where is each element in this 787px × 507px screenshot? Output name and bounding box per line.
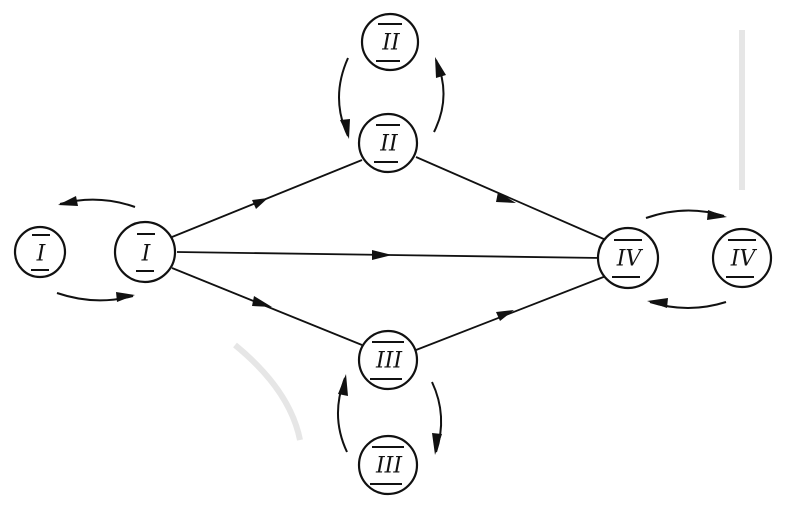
node-III-label: III <box>375 349 403 374</box>
cycle-III-right-arrow <box>432 433 442 455</box>
scan-artifacts <box>233 30 745 441</box>
node-III-bar-label: III <box>375 454 403 479</box>
arrow-II-to-IV <box>496 192 516 203</box>
node-I-bar-label: I <box>36 242 47 267</box>
arrow-I-to-III <box>252 296 272 307</box>
node-I-label: I <box>141 242 152 267</box>
node-III: III <box>357 329 419 391</box>
cycle-I-top-arrow <box>58 196 78 206</box>
cycles <box>56 57 727 455</box>
arrow-III-to-IV <box>496 310 514 321</box>
edges <box>171 156 607 351</box>
cycle-IV-top-arrow <box>707 210 727 220</box>
cycle-IV-bottom-arrow <box>647 298 668 308</box>
node-I: I <box>113 220 177 284</box>
node-IV-label: IV <box>616 247 644 272</box>
node-II-label: II <box>379 132 399 157</box>
node-III-bar: III <box>357 434 419 496</box>
node-I-bar: I <box>13 225 67 279</box>
cycle-I-bottom-arrow <box>116 292 135 302</box>
arrow-I-to-II <box>252 198 268 209</box>
arrow-I-to-IV <box>372 250 392 260</box>
cycle-II-left-arrow <box>340 119 350 139</box>
node-II-bar-label: II <box>381 31 401 56</box>
edge-III-to-IV <box>415 275 607 351</box>
nodes: I I II II III <box>13 12 773 496</box>
node-IV: IV <box>596 226 660 290</box>
node-IV-bar: IV <box>711 227 773 289</box>
node-II: II <box>357 112 419 174</box>
scan-smudge-bottom <box>233 342 303 441</box>
node-IV-bar-label: IV <box>730 247 758 272</box>
cycle-III-left-arrow <box>338 374 348 396</box>
node-II-bar: II <box>360 12 420 72</box>
edge-II-to-IV <box>415 156 607 241</box>
cycle-II-right-arrow <box>435 57 446 78</box>
